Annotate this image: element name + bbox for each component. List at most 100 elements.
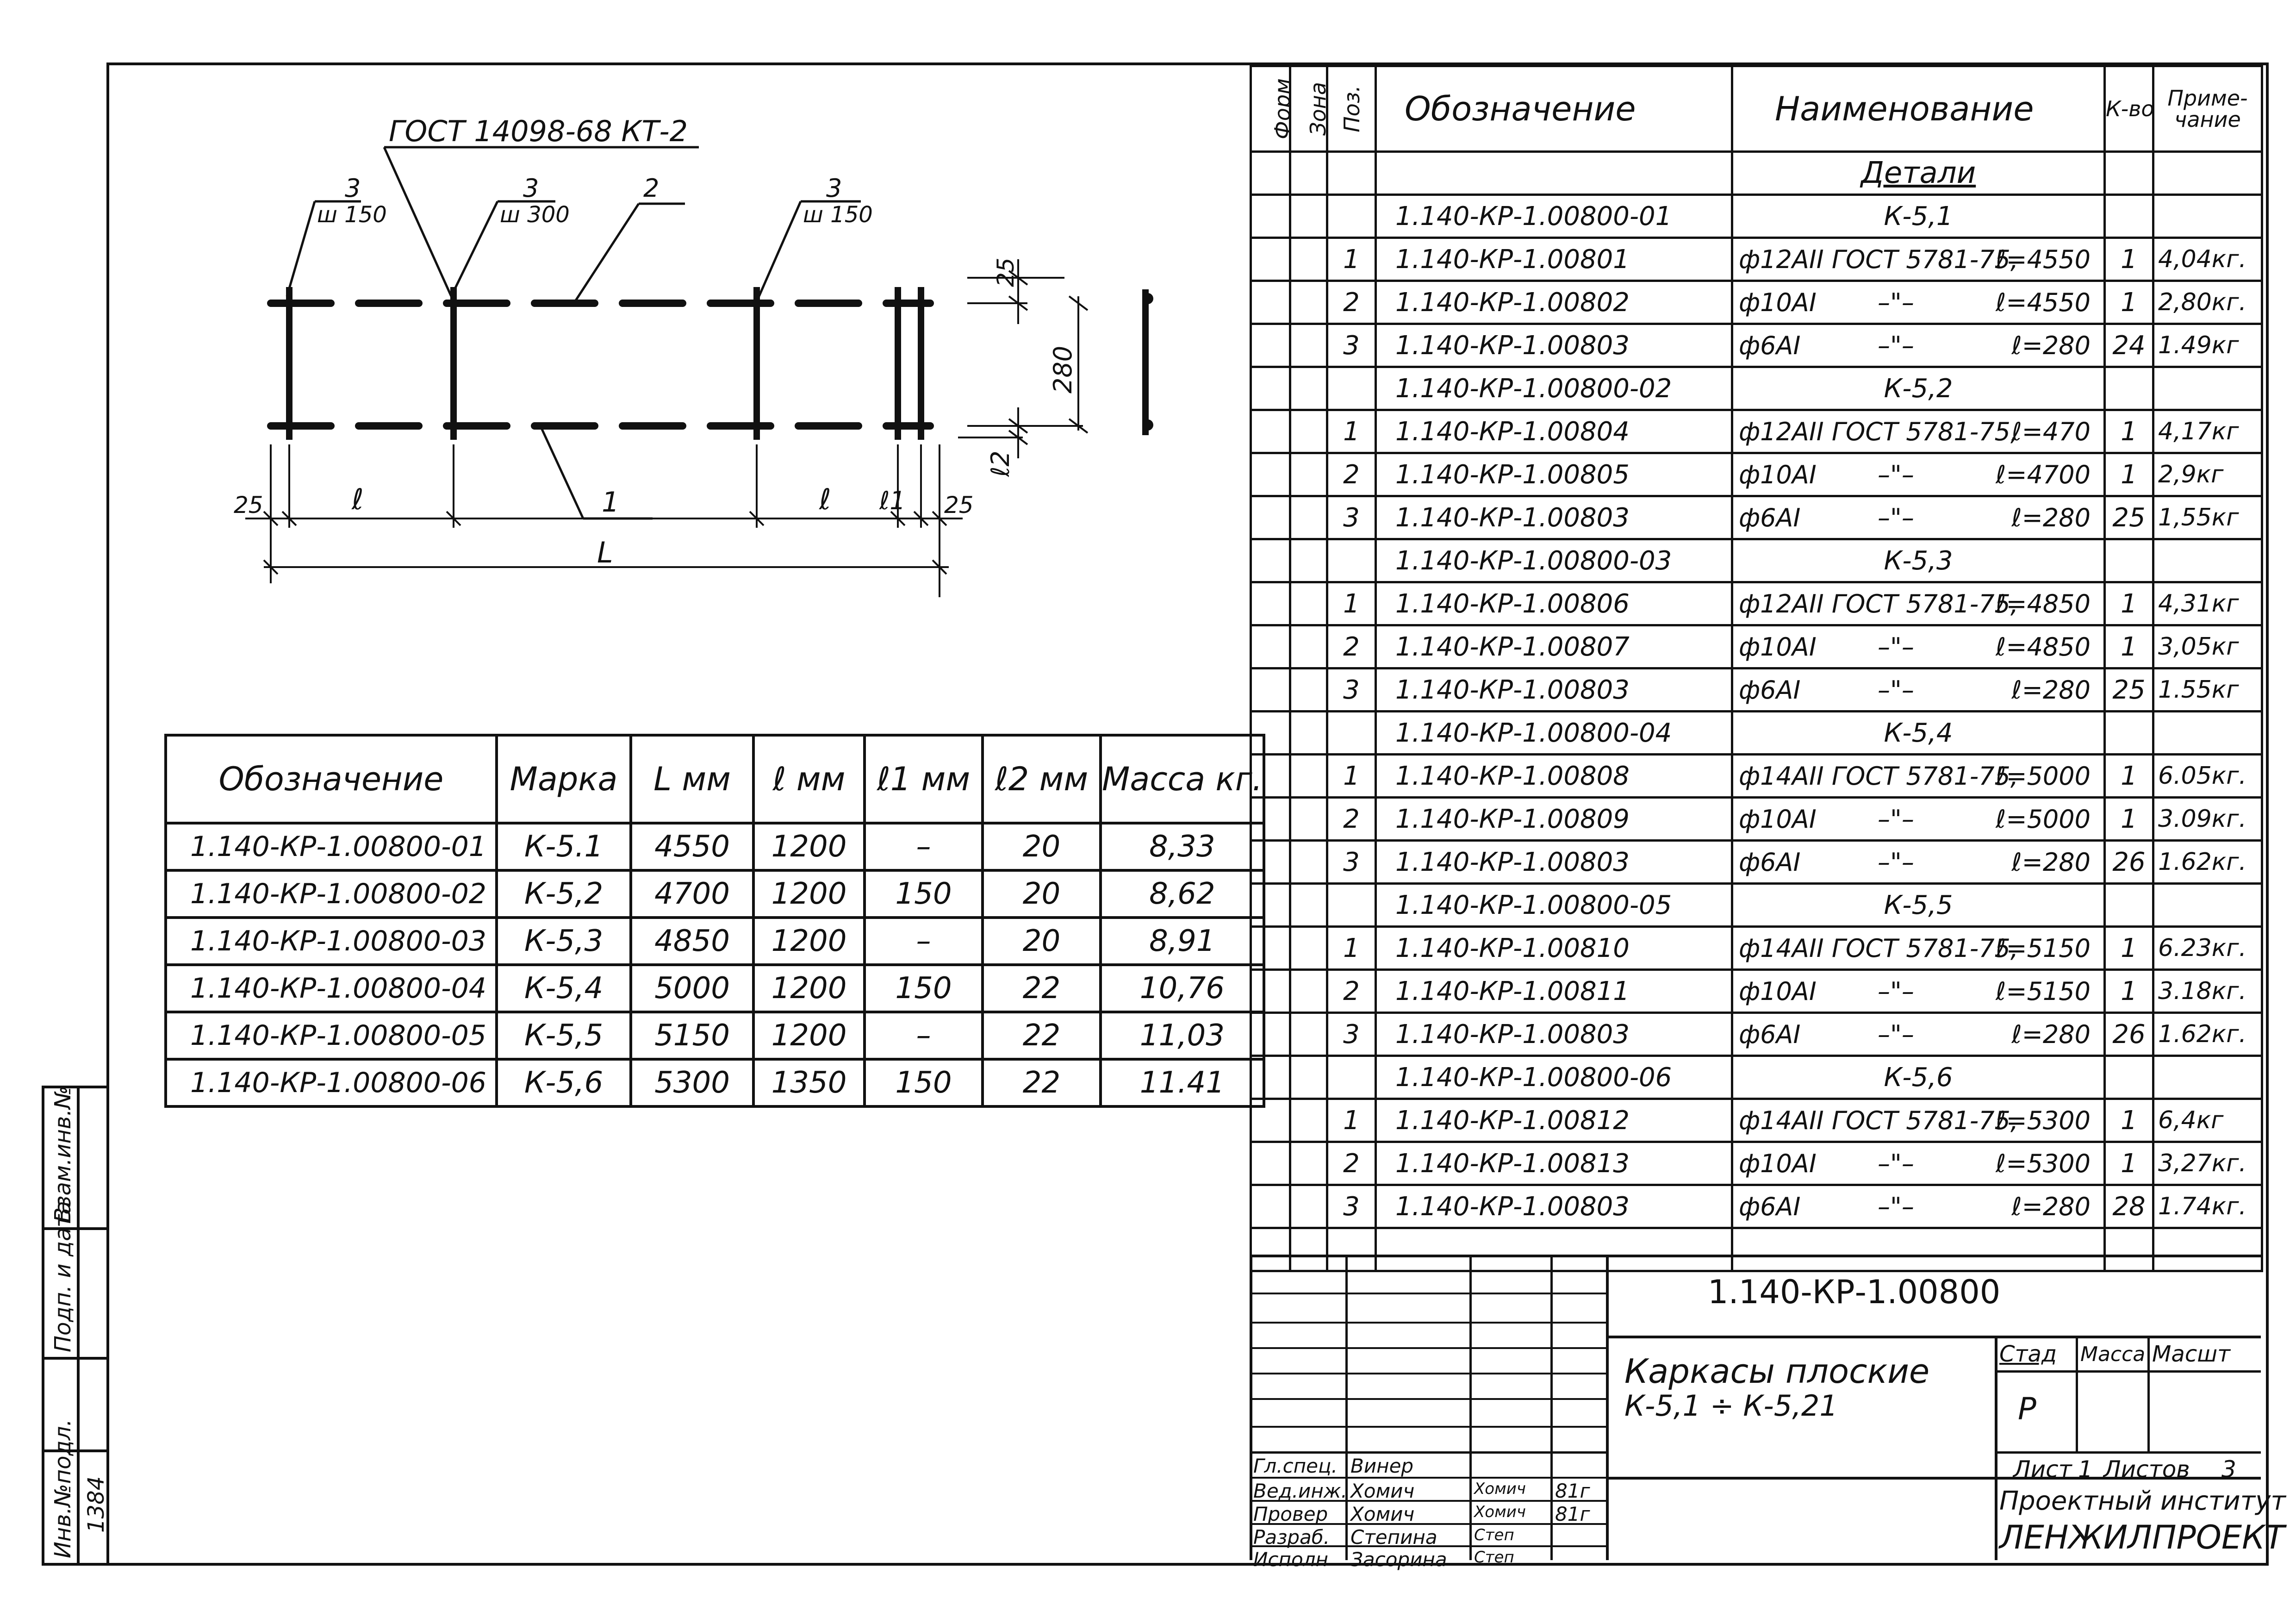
- spec-cell: [1250, 280, 1291, 325]
- col-L: L мм: [629, 734, 755, 824]
- spec-cell: [1250, 667, 1291, 712]
- spec-item-length: ℓ=5000: [1996, 761, 2091, 791]
- spec-item-designation: 1.140-КР-1.00803: [1375, 1012, 1733, 1057]
- spec-item-name: ф14АII ГОСТ 5781-75,ℓ=5000: [1731, 753, 2106, 799]
- mass-label: Масса: [2080, 1343, 2146, 1366]
- signature-name: Хомич: [1350, 1480, 1415, 1502]
- spec-item-designation: 1.140-КР-1.00812: [1375, 1098, 1733, 1143]
- dim-l-left: ℓ: [351, 482, 364, 516]
- spec-group-mark: К-5,2: [1731, 366, 2106, 411]
- spec-item-mass: 1.62кг.: [2152, 839, 2263, 885]
- spec-item-qty: 1: [2103, 1141, 2154, 1186]
- spec-item-name: ф6АI–"–ℓ=280: [1731, 839, 2106, 885]
- col-l: ℓ мм: [752, 734, 866, 824]
- spec-item-qty: 1: [2103, 237, 2154, 282]
- signature-role: Разраб.: [1253, 1526, 1330, 1549]
- drawing-title-line2: К-5,1 ÷ К-5,21: [1624, 1389, 1838, 1423]
- spec-item-name: ф10АI–"–ℓ=4700: [1731, 452, 2106, 497]
- spec-group-designation: 1.140-КР-1.00800-02: [1375, 366, 1733, 411]
- spec-item-length: ℓ=5300: [1996, 1106, 2091, 1135]
- spec-cell: [1250, 452, 1291, 497]
- drawing-frame: [106, 62, 2269, 1566]
- dim-l-right: ℓ: [819, 482, 831, 516]
- spec-item-ditto: –"–: [1878, 976, 1914, 1006]
- spec-cell: [1326, 710, 1377, 756]
- spec-item-name: ф14АII ГОСТ 5781-75,ℓ=5150: [1731, 925, 2106, 971]
- spec-item-bar: ф12АII ГОСТ 5781-75,: [1739, 417, 2019, 446]
- spec-cell: [1250, 839, 1291, 885]
- col-l1: ℓ1 мм: [863, 734, 984, 824]
- spec-item-name: ф12АII ГОСТ 5781-75,ℓ=4850: [1731, 581, 2106, 626]
- spec-item-length: ℓ=4700: [1996, 460, 2091, 489]
- spec-header: Форм Зона Поз. Обозначение Наименование …: [1250, 65, 2263, 153]
- dim-L: L: [597, 536, 613, 569]
- inv-label: Инв.№подл.: [50, 1419, 76, 1558]
- spec-item-ditto: –"–: [1878, 847, 1914, 877]
- spec-col-zone: Зона: [1289, 65, 1328, 153]
- spec-cell: [1289, 1012, 1328, 1057]
- signature-mark: Степ: [1474, 1548, 1514, 1567]
- spec-item-mass: 3,05кг: [2152, 624, 2263, 669]
- spec-cell: [2103, 538, 2154, 583]
- dimensions-table-cell: 1200: [752, 822, 866, 872]
- spec-cell: [1289, 538, 1328, 583]
- dim-280: 280: [1048, 346, 1077, 394]
- signature-role: Исполн: [1253, 1548, 1328, 1571]
- dimensions-table-cell: 4550: [629, 822, 755, 872]
- spec-item-length: ℓ=280: [2011, 675, 2091, 705]
- specification-table: Форм Зона Поз. Обозначение Наименование …: [1250, 65, 2263, 1272]
- spec-cell: [1250, 968, 1291, 1014]
- spec-item-designation: 1.140-КР-1.00804: [1375, 409, 1733, 454]
- col-mass: Масса кг.: [1099, 734, 1265, 824]
- vertical-dimensions: [958, 259, 1089, 458]
- spec-cell: [1326, 882, 1377, 928]
- spec-item-qty: 26: [2103, 1012, 2154, 1057]
- spec-cell: [1250, 581, 1291, 626]
- spec-cell: [1289, 839, 1328, 885]
- spec-item-pos: 2: [1326, 968, 1377, 1014]
- dimensions-table-cell: 20: [981, 822, 1102, 872]
- horizontal-dimensions: [245, 444, 963, 597]
- callout-2-num: 3: [523, 174, 539, 203]
- dimensions-table-cell: 8,91: [1099, 916, 1265, 966]
- spec-cell: [2152, 1055, 2263, 1100]
- spec-item-ditto: –"–: [1878, 632, 1914, 662]
- signature-name: Засорина: [1350, 1548, 1447, 1571]
- spec-item-bar: ф14АII ГОСТ 5781-75,: [1739, 761, 2019, 791]
- spec-item-designation: 1.140-КР-1.00807: [1375, 624, 1733, 669]
- spec-cell: [1250, 1184, 1291, 1229]
- spec-item-mass: 1,55кг: [2152, 495, 2263, 540]
- spec-cell: [1289, 667, 1328, 712]
- stage-value: Р: [2018, 1391, 2036, 1427]
- dimensions-table-cell: 1.140-КР-1.00800-06: [164, 1058, 498, 1108]
- spec-item-mass: 2,80кг.: [2152, 280, 2263, 325]
- signature-date: 81г: [1555, 1503, 1590, 1525]
- spec-item-length: ℓ=5150: [1996, 976, 2091, 1006]
- dimensions-table-header: Обозначение Марка L мм ℓ мм ℓ1 мм ℓ2 мм …: [164, 734, 1265, 824]
- dimensions-table-cell: 150: [863, 1058, 984, 1108]
- spec-cell: [1250, 925, 1291, 971]
- dimensions-table-cell: К-5,5: [495, 1011, 632, 1061]
- spec-item-qty: 1: [2103, 968, 2154, 1014]
- spec-item-mass: 6.05кг.: [2152, 753, 2263, 799]
- signature-role: Провер: [1253, 1503, 1328, 1525]
- top-callouts: [286, 200, 861, 304]
- spec-item-name: ф10АI–"–ℓ=5150: [1731, 968, 2106, 1014]
- spec-item-qty: 26: [2103, 839, 2154, 885]
- spec-item-mass: 3,27кг.: [2152, 1141, 2263, 1186]
- spec-cell: [1250, 1012, 1291, 1057]
- spec-cell: [1250, 710, 1291, 756]
- spec-item-qty: 1: [2103, 1098, 2154, 1143]
- spec-cell: [1289, 624, 1328, 669]
- spec-cell: [1375, 1227, 1733, 1272]
- spec-item-qty: 1: [2103, 280, 2154, 325]
- spec-group-mark: К-5,1: [1731, 194, 2106, 239]
- cage-drawing: ГОСТ 14098-68 КТ-2 3 ш 150 3 ш 300 2 3 ш…: [234, 114, 1153, 597]
